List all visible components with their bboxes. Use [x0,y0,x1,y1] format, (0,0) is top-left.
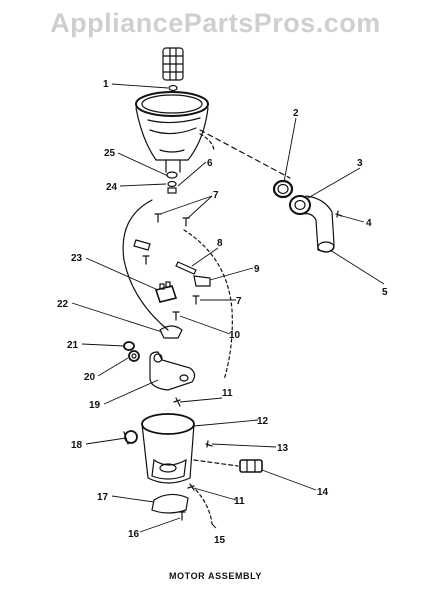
part-connector-22 [159,325,183,339]
part-funnel-housing [135,91,215,173]
callout-label: 25 [104,148,116,159]
part-screw-10 [172,311,180,321]
callout-label: 7 [236,296,242,307]
callout-label: 9 [254,264,260,275]
callout-label: 17 [97,492,109,503]
watermark: AppliancePartsPros.com [50,8,381,38]
callout-label: 22 [57,299,69,310]
callout-label: 21 [67,340,79,351]
callout-label: 20 [84,372,96,383]
callout-label: 10 [229,330,241,341]
callout-label: 23 [71,253,83,264]
part-motor-can-12 [141,413,195,484]
part-plate-19 [149,351,196,391]
callout-label: 5 [382,287,388,298]
part-clamp-left [133,239,151,265]
callout-label: 13 [277,443,289,454]
callout-label: 4 [366,218,372,229]
part-capacitor-14 [239,459,263,473]
part-top-impeller [162,47,184,92]
part-screw-16 [178,511,186,521]
part-ring [272,179,294,199]
callout-label: 11 [234,496,245,507]
part-small-fasteners [166,171,178,194]
part-switch-23 [154,281,178,303]
part-screws-7 [154,213,190,227]
part-nut-21 [123,341,135,351]
callout-label: 24 [106,182,118,193]
callout-label: 1 [103,79,109,90]
part-screw-4 [335,210,343,218]
part-hose-elbow [289,195,335,253]
callout-label: 2 [293,108,299,119]
callout-label: 12 [257,416,269,427]
part-clip-8 [175,261,197,275]
part-screw-11a [173,397,181,407]
callout-label: 6 [207,158,213,169]
part-screw-7b [192,295,200,305]
callout-label: 19 [89,400,101,411]
part-wire-15 [195,489,213,525]
callout-label: 8 [217,238,223,249]
wire-harness-right [183,229,233,381]
part-clamp-18 [123,430,138,445]
callout-label: 18 [71,440,83,451]
part-screw-11b [187,483,195,491]
part-bottom-cover-17 [151,493,189,514]
part-bushing-20 [128,350,140,362]
part-bracket-9 [193,275,211,287]
callout-label: 3 [357,158,363,169]
callout-label: 15 [214,535,226,546]
callout-label: 11 [222,388,233,399]
callout-label: 14 [317,487,329,498]
part-screw-13 [205,440,213,448]
callout-labels: 1 2 3 4 5 6 7 7 8 9 10 11 12 13 14 11 15… [57,79,388,546]
wire-harness-left [122,199,169,331]
callout-label: 16 [128,529,140,540]
callout-label: 7 [213,190,219,201]
diagram-caption: MOTOR ASSEMBLY [168,571,263,581]
